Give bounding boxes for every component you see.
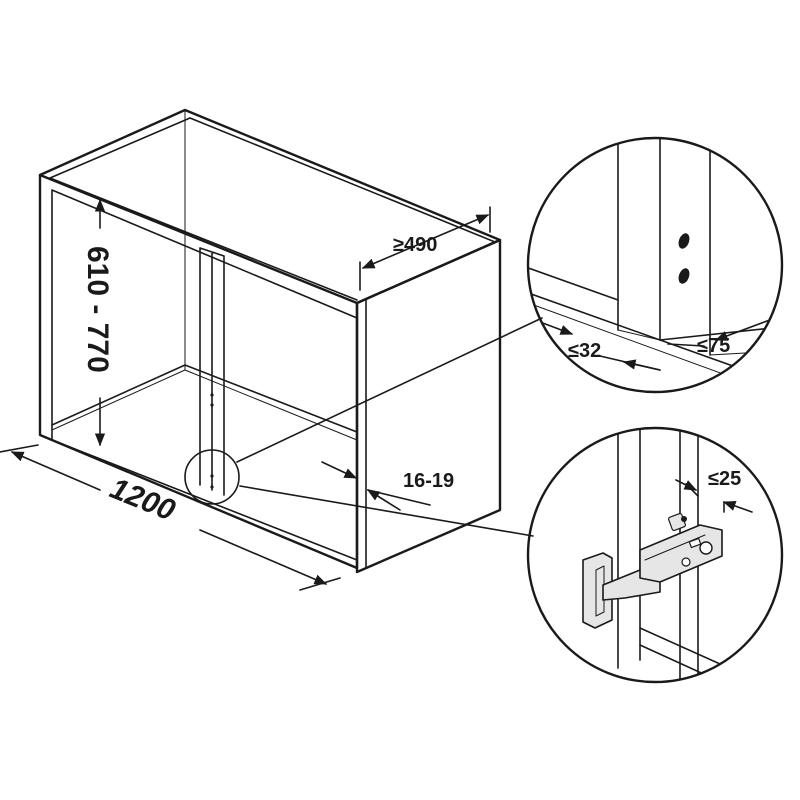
offset-label: ≤32 [568, 340, 601, 362]
depth-dimension: ≥490 [359, 206, 491, 291]
height-label: 610 - 770 [81, 246, 114, 373]
cabinet-right-side [355, 238, 502, 574]
side-label: ≤75 [697, 335, 730, 357]
thickness-label: 16-19 [403, 470, 454, 492]
depth-label: ≥490 [393, 234, 437, 256]
cabinet-divider [199, 247, 225, 496]
width-label: 1200 [105, 472, 180, 528]
width-dimension: 1200 [0, 444, 341, 591]
divider-hole [210, 393, 214, 397]
divider-hole [210, 403, 214, 407]
hinge-body [639, 524, 723, 583]
detail-circle-bottom [526, 426, 784, 684]
cabinet-back-edges [51, 109, 358, 441]
detail-marker-circle [184, 449, 240, 505]
leader-lines [236, 317, 543, 537]
detail-view-bottom: ≤25 [526, 426, 784, 684]
detail-view-top: ≤32 ≤75 [526, 136, 784, 394]
divider-hole [210, 474, 214, 478]
cabinet-bottom-shelf [51, 364, 358, 433]
thickness-dimension: 16-19 [321, 461, 454, 511]
hinge-plate [582, 552, 613, 629]
height-dimension: 610 - 770 [81, 198, 114, 447]
hinge-offset-label: ≤25 [708, 468, 741, 490]
divider-hole [210, 485, 214, 489]
detail-circle-top [526, 136, 784, 394]
